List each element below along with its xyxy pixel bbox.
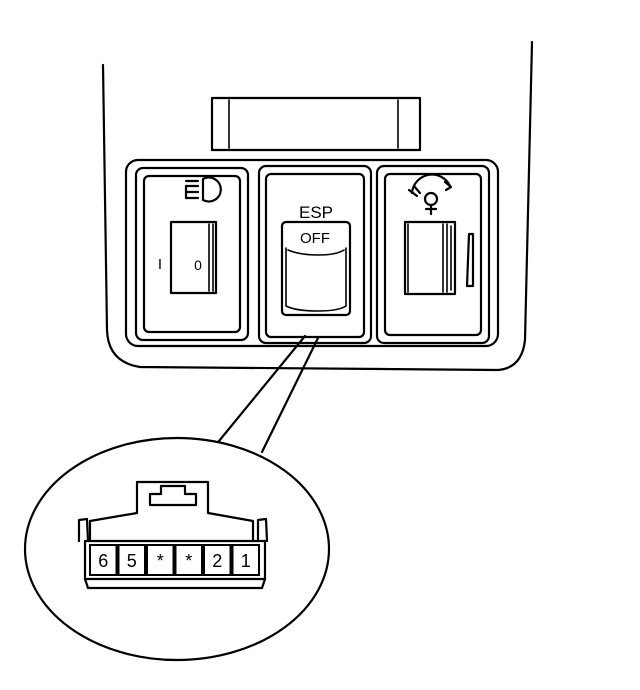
terminal-label: * bbox=[157, 551, 164, 571]
illumination-switch bbox=[375, 164, 491, 345]
dashboard-illumination-icon bbox=[407, 173, 453, 216]
top-vent-slot bbox=[210, 96, 422, 152]
illumination-thumbwheel[interactable] bbox=[403, 220, 457, 296]
terminal-cell-4: * bbox=[174, 544, 203, 576]
esp-off-button-label: OFF bbox=[300, 230, 330, 247]
terminal-label: 2 bbox=[212, 551, 222, 571]
terminal-label: * bbox=[185, 551, 192, 571]
leveling-scale-max-label: 0 bbox=[194, 257, 202, 273]
leveling-thumbwheel[interactable] bbox=[169, 220, 218, 295]
headlamp-leveling-icon bbox=[184, 176, 222, 203]
headlamp-leveling-switch: I 0 bbox=[134, 166, 250, 342]
dashboard-housing bbox=[101, 40, 534, 372]
terminal-cell-5: 2 bbox=[203, 544, 232, 576]
terminal-label: 5 bbox=[127, 551, 137, 571]
terminal-cell-1: 6 bbox=[89, 544, 118, 576]
esp-label: ESP bbox=[299, 203, 333, 222]
zoom-callout-lines bbox=[208, 334, 320, 454]
esp-off-button[interactable]: OFF bbox=[280, 220, 352, 317]
terminal-cell-2: 5 bbox=[117, 544, 146, 576]
terminal-label: 6 bbox=[98, 551, 108, 571]
esp-off-switch: ESP OFF bbox=[257, 164, 373, 345]
leveling-scale-min-label: I bbox=[158, 256, 162, 273]
terminal-label: 1 bbox=[241, 551, 251, 571]
brightness-ramp-indicator bbox=[465, 232, 475, 288]
terminal-cell-3: * bbox=[146, 544, 175, 576]
terminal-cell-6: 1 bbox=[231, 544, 260, 576]
